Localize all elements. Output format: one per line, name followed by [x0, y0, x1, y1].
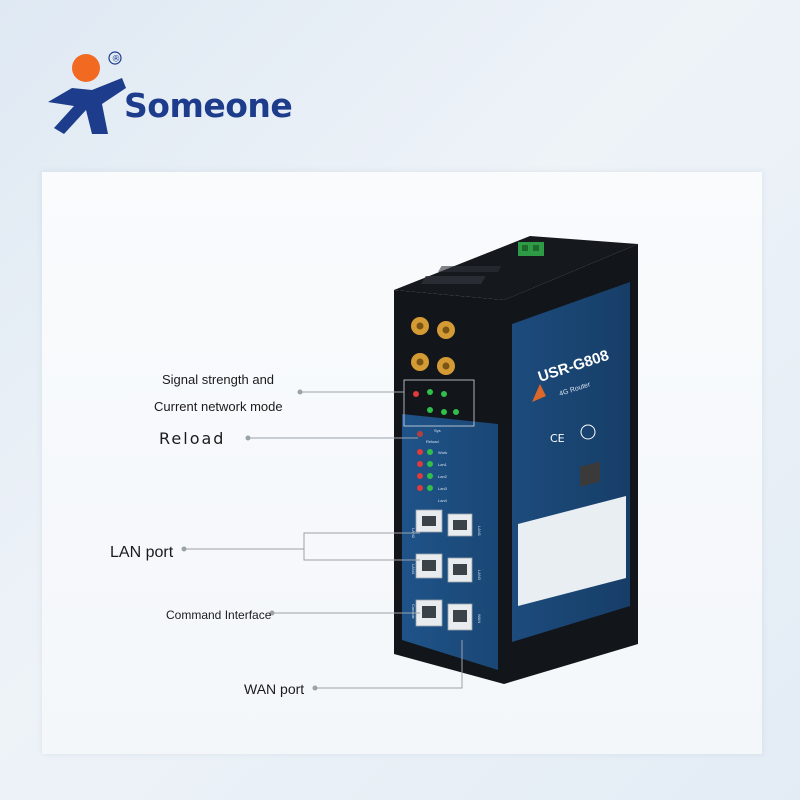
led-label: Work — [438, 450, 447, 455]
brand-logo: ® — [48, 51, 126, 134]
status-leds — [417, 449, 433, 491]
ce-mark: CE — [550, 432, 565, 445]
reload-port-label: Reload — [426, 439, 439, 444]
router-device: USR-G808 4G Router CE Sys Reload — [394, 236, 638, 684]
port-label-console: Console — [411, 604, 416, 619]
logo-head-circle — [72, 54, 100, 82]
port-label-lan1: LAN1 — [477, 526, 482, 537]
device-front-panel — [402, 414, 498, 670]
registered-mark-circle — [108, 51, 122, 65]
led-label: Lan2 — [438, 474, 448, 479]
led-label: Lan1 — [438, 462, 448, 467]
led-group-label: Sys — [434, 428, 441, 433]
brand-name: Someone — [124, 86, 293, 125]
annotation-wan-port: WAN port — [244, 681, 305, 697]
port-label-wan: WAN — [477, 614, 482, 623]
annotation-signal-strength: Signal strength and — [162, 372, 275, 387]
check-mark-icon — [580, 424, 596, 440]
signal-leds — [413, 389, 459, 415]
device-label-sticker — [518, 496, 626, 606]
qr-code — [580, 461, 600, 487]
led-label: Lan3 — [438, 486, 448, 491]
led-label: Lan4 — [438, 498, 448, 503]
port-label-lan3: LAN3 — [477, 570, 482, 581]
power-terminal-icon — [518, 242, 544, 256]
annotation-command-interface: Command Interface — [166, 608, 272, 622]
lan3-port — [447, 557, 473, 583]
annotation-reload: Reload — [159, 429, 226, 448]
annotation-network-mode: Current network mode — [154, 399, 283, 414]
registered-mark: ® — [112, 55, 121, 65]
side-logo-icon — [532, 384, 546, 402]
port-label-lan2: LAN2 — [411, 528, 416, 539]
top-vents — [421, 266, 502, 284]
logo-figure — [48, 78, 126, 134]
port-label-lan4: LAN4 — [411, 564, 416, 575]
reload-button-icon — [417, 431, 423, 437]
signal-led-box — [403, 379, 475, 427]
annotation-lan-port: LAN port — [110, 544, 174, 561]
